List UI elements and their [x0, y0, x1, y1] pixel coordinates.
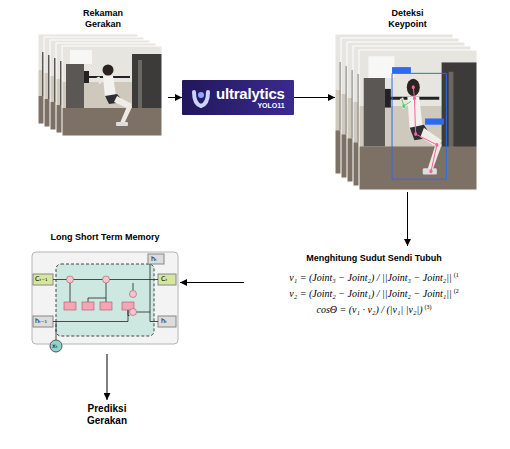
signal-name: Cₜ₋₁	[35, 275, 48, 283]
keypoint-frames-art	[335, 34, 480, 192]
pose-overlay	[435, 143, 438, 147]
lstm-cell-art	[158, 316, 176, 327]
signal-name: xₜ	[52, 342, 58, 350]
eq-text: v₁ = (Joint₃ − Joint₂) / ||Joint₃ − Join…	[289, 271, 451, 284]
logo-word-text: ultralytics	[216, 86, 285, 102]
signal-name: Cₜ	[161, 275, 167, 283]
lstm-cell: Long Short Term Memory hₜCₜ₋₁Cₜhₜ₋₁hₜxₜ	[30, 232, 180, 354]
flow-arrow	[180, 282, 244, 283]
heading-text: Rekaman Gerakan	[77, 8, 129, 30]
video-frame	[62, 46, 162, 136]
signal-name: hₜ₋₁	[35, 317, 47, 325]
video-frame	[62, 46, 162, 136]
heading-text: Menghitung Sudut Sendi Tubuh	[306, 253, 441, 264]
lstm-cell-art	[130, 309, 137, 316]
text-row: Deteksi Keypoint	[335, 8, 480, 30]
lstm-cell-art	[103, 276, 110, 283]
pose-overlay	[413, 96, 416, 100]
logo-sub-text: YOLO11	[257, 102, 284, 110]
lstm-cell-art	[100, 302, 112, 310]
pose-overlay	[412, 85, 415, 89]
lstm-cell-art	[32, 252, 178, 344]
pose-overlay	[392, 73, 446, 179]
keypoint-frame	[359, 50, 477, 190]
text-row: Prediksi Gerakan	[72, 403, 142, 427]
lstm-cell-art	[158, 274, 176, 285]
lstm-cell-art	[67, 276, 74, 283]
lstm-cell-art	[30, 250, 180, 354]
pose-overlay	[392, 67, 446, 179]
lstm-cell-art	[130, 291, 137, 298]
lstm-cell-art	[50, 340, 62, 352]
keypoint-frame	[359, 50, 477, 190]
lstm-cell-art	[33, 316, 53, 327]
pose-overlay	[425, 118, 444, 124]
heading-text: Long Short Term Memory	[30, 232, 180, 243]
num-text: (2	[454, 287, 459, 295]
flow-arrow	[407, 192, 408, 246]
output-text: Prediksi Gerakan	[72, 403, 142, 427]
lstm-cell-art	[56, 264, 154, 336]
yolo-logo-icon	[198, 92, 204, 98]
text-row: v₁ = (Joint₃ − Joint₂) / ||Joint₃ − Join…	[244, 271, 504, 284]
video-frames-art	[38, 34, 168, 139]
keypoint-frame	[359, 50, 477, 190]
num-text: (1	[454, 271, 459, 279]
signal-name: hₜ	[151, 255, 157, 263]
lstm-cell-art	[33, 274, 53, 285]
text-row: v₂ = (Joint₂ − Joint₁) / ||Joint₂ − Join…	[244, 287, 504, 300]
lstm-cell-art	[53, 264, 158, 340]
video-frame	[62, 46, 162, 136]
text-row: Long Short Term Memory	[30, 232, 180, 243]
flow-arrow	[168, 97, 182, 98]
angle-formula: Menghitung Sudut Sendi Tubuh v₁ = (Joint₃…	[244, 246, 504, 319]
prediction-output: Prediksi Gerakan	[72, 400, 142, 427]
text-row: Menghitung Sudut Sendi Tubuh	[244, 253, 504, 268]
num-text: (3)	[425, 303, 432, 311]
eq-text: v₂ = (Joint₂ − Joint₁) / ||Joint₂ − Join…	[289, 287, 451, 300]
lstm-cell-art	[148, 254, 164, 264]
signal-name: hₜ	[161, 317, 167, 325]
heading-text: Deteksi Keypoint	[380, 8, 436, 30]
text-row: Rekaman Gerakan	[38, 8, 168, 30]
pose-overlay	[429, 169, 432, 173]
yolo-logo-icon	[190, 87, 212, 109]
pose-overlay	[414, 132, 417, 136]
text-row: cosΘ = (v₁ · v₂) / (|v₁| |v₂|)(3)	[244, 303, 504, 316]
pose-overlay	[402, 104, 405, 108]
flow-arrow	[107, 354, 108, 400]
pose-overlay	[413, 87, 437, 171]
pose-overlay	[392, 67, 411, 73]
lstm-cell-art	[64, 302, 76, 310]
text-row: ultralyticsYOLO11	[216, 86, 285, 110]
keypoint-frames: Deteksi Keypoint	[335, 8, 480, 192]
video-frames: Rekaman Gerakan	[38, 8, 168, 139]
eq-text: cosΘ = (v₁ · v₂) / (|v₁| |v₂|)	[316, 303, 422, 316]
yolo-logo-icon	[194, 92, 208, 106]
flow-arrow	[294, 97, 335, 98]
yolo-model-box: ultralyticsYOLO11	[182, 80, 294, 115]
lstm-cell-art	[82, 302, 94, 310]
